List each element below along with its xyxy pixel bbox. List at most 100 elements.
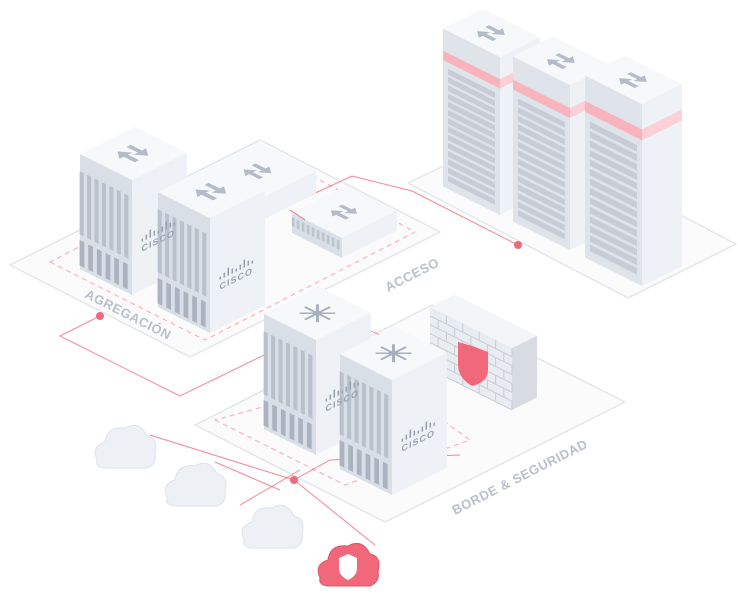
- server-unit: [448, 167, 495, 197]
- cloud-icon: [94, 424, 157, 469]
- zone-label-access: ACCESO: [383, 255, 442, 295]
- server-unit: [518, 175, 565, 206]
- server-unit: [590, 178, 637, 209]
- top-face: [158, 164, 265, 218]
- server-unit: [590, 131, 637, 162]
- slot: [157, 209, 162, 275]
- server-unit: [518, 210, 565, 240]
- link-node-dot: [96, 312, 104, 320]
- slot: [306, 421, 312, 450]
- slot: [296, 219, 300, 230]
- slot: [157, 278, 163, 306]
- shield-icon: [458, 342, 488, 386]
- right-face: [258, 171, 316, 222]
- slot: [326, 234, 330, 245]
- slot: [272, 404, 277, 433]
- right-face: [342, 210, 397, 258]
- server-unit: [448, 68, 495, 98]
- slot: [172, 216, 177, 282]
- slot: [94, 178, 99, 244]
- server-unit: [518, 124, 565, 154]
- slot: [289, 413, 295, 441]
- slot: [339, 371, 344, 437]
- uplink-servers: [299, 175, 519, 246]
- slot: [87, 174, 92, 241]
- slot: [347, 374, 352, 441]
- star-router-icon: [375, 344, 412, 363]
- slot: [187, 223, 192, 290]
- slot: [263, 400, 269, 428]
- server-unit: [448, 175, 495, 205]
- server-rack-3: [585, 55, 682, 286]
- server-unit: [448, 93, 495, 123]
- star-router-icon: [299, 304, 336, 323]
- slot: [271, 334, 276, 401]
- bidirectional-arrows-icon: [619, 72, 647, 88]
- slot: [79, 171, 84, 237]
- server-unit: [590, 216, 637, 247]
- slot: [124, 193, 129, 259]
- cloud-icon: [164, 462, 227, 507]
- server-unit: [590, 244, 637, 275]
- cross-link: [289, 209, 306, 221]
- slot: [88, 244, 93, 273]
- server-unit: [448, 85, 495, 115]
- slot: [331, 236, 335, 248]
- server-unit: [518, 158, 565, 188]
- aggregation-chassis-2: [157, 164, 265, 333]
- slot: [179, 220, 184, 286]
- server-unit: [590, 159, 637, 190]
- slot: [202, 231, 207, 297]
- server-unit: [448, 77, 495, 107]
- right-face: [210, 190, 265, 333]
- slot: [183, 291, 189, 319]
- cloud-icon: [241, 504, 304, 549]
- server-unit: [590, 187, 637, 218]
- server-unit: [590, 121, 637, 152]
- server-unit: [448, 159, 495, 189]
- server-unit: [448, 134, 495, 164]
- server-unit: [590, 150, 637, 180]
- slot: [374, 457, 379, 486]
- server-unit: [518, 141, 565, 171]
- right-face: [512, 335, 537, 410]
- slot: [114, 257, 119, 286]
- top-face: [443, 8, 540, 57]
- top-face: [430, 294, 537, 348]
- slot: [79, 240, 85, 268]
- slot: [101, 182, 106, 248]
- server-unit: [590, 225, 637, 256]
- bidirectional-arrows-icon: [330, 204, 357, 220]
- shield-icon: [339, 554, 357, 580]
- slot: [166, 282, 171, 311]
- slot: [278, 338, 283, 404]
- slot: [311, 226, 315, 238]
- top-face: [292, 185, 397, 238]
- slot: [356, 448, 362, 477]
- slot: [308, 353, 313, 419]
- bidirectional-arrows-icon: [477, 25, 505, 41]
- server-unit: [518, 192, 565, 223]
- slot: [200, 299, 206, 328]
- cloud-1: [94, 424, 157, 469]
- slot: [105, 253, 111, 281]
- bidirectional-arrows-icon: [243, 163, 272, 180]
- server-unit: [590, 235, 637, 266]
- slot: [280, 408, 286, 437]
- slot: [361, 382, 366, 448]
- slot: [301, 221, 305, 233]
- slot: [339, 440, 345, 468]
- cloud-2: [164, 462, 227, 507]
- rack-band: [642, 109, 682, 141]
- slot: [96, 248, 102, 277]
- slot: [365, 453, 371, 481]
- slot: [348, 444, 353, 473]
- server-unit: [518, 150, 565, 180]
- firewall: [429, 294, 537, 411]
- slot: [369, 385, 374, 452]
- brick-row: [429, 324, 513, 367]
- bidirectional-arrows-icon: [117, 144, 149, 163]
- slot: [192, 295, 197, 324]
- slot: [298, 417, 303, 446]
- server-unit: [448, 142, 495, 172]
